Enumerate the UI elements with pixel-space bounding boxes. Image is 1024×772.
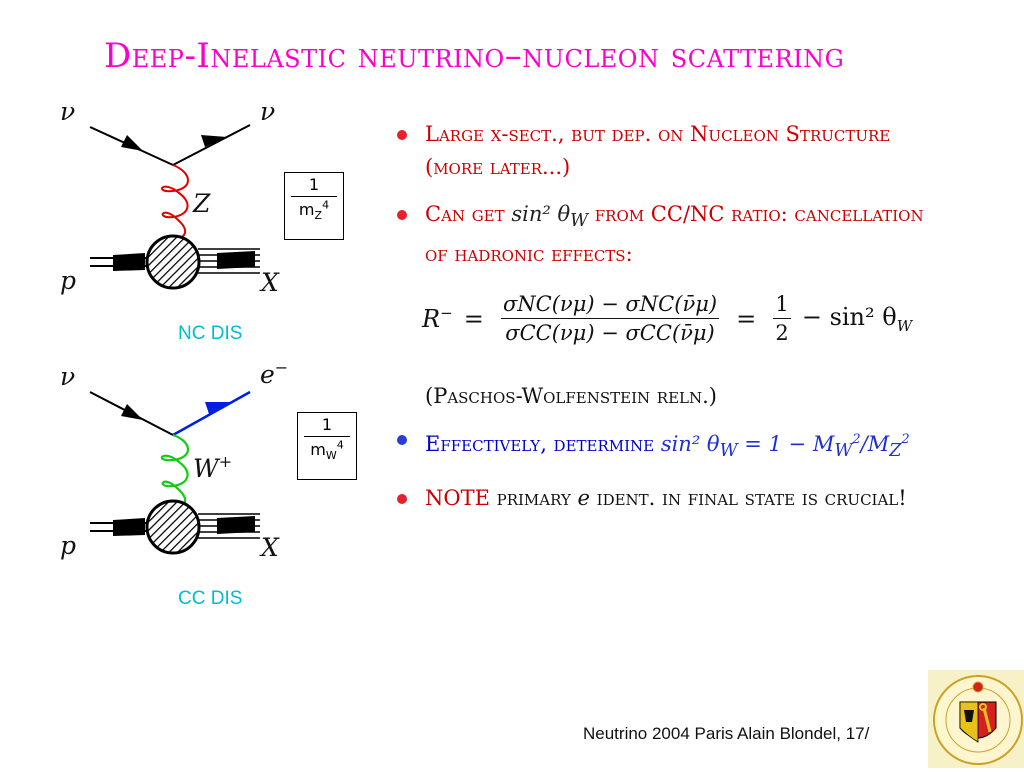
cc-dis-caption: CC DIS	[178, 588, 243, 609]
proton-label: p	[60, 531, 76, 560]
z-propagator-box: 1 mZ4	[284, 172, 344, 240]
nc-feynman-diagram: ν ν Z p X	[55, 95, 295, 305]
bullet-list-continued: (Paschos-Wolfenstein reln.) Effectively,…	[395, 380, 925, 529]
bullet-4: Effectively, determine sin² θW = 1 − MW2…	[395, 423, 925, 468]
bullet-dot-icon	[397, 435, 407, 445]
z-boson-label: Z	[192, 189, 211, 218]
nu-in-label: ν	[60, 362, 75, 391]
bullet-list: Large x-sect., but dep. on Nucleon Struc…	[395, 118, 925, 277]
nc-dis-caption: NC DIS	[178, 323, 243, 344]
bullet-3: (Paschos-Wolfenstein reln.)	[425, 384, 717, 408]
electron-label: e−	[260, 360, 288, 389]
x-label: X	[259, 268, 280, 297]
w-boson-label: W+	[193, 452, 232, 483]
bullet-dot-icon	[397, 210, 407, 220]
bullet-1: Large x-sect., but dep. on Nucleon Struc…	[395, 118, 925, 184]
nu-in-label: ν	[60, 97, 75, 126]
footer-text: Neutrino 2004 Paris Alain Blondel, 17/	[583, 724, 870, 743]
paschos-wolfenstein-formula: R− = σNC(νμ) − σNC(ν̄μ) σCC(νμ) − σCC(ν̄…	[422, 292, 913, 345]
bullet-dot-icon	[397, 130, 407, 140]
cc-feynman-diagram: ν e− W+ p X	[55, 360, 315, 570]
bullet-2: Can get sin² θW from CC/NC ratio: cancel…	[395, 198, 925, 271]
nu-out-label: ν	[260, 97, 275, 126]
w-propagator-box: 1 mW4	[297, 412, 357, 480]
bullet-5: NOTE primary e ident. in final state is …	[395, 482, 925, 515]
proton-label: p	[60, 266, 76, 295]
university-crest-logo	[928, 670, 1024, 768]
bullet-dot-icon	[397, 494, 407, 505]
x-label: X	[259, 533, 280, 562]
slide-title: Deep-Inelastic neutrino–nucleon scatteri…	[104, 36, 845, 76]
